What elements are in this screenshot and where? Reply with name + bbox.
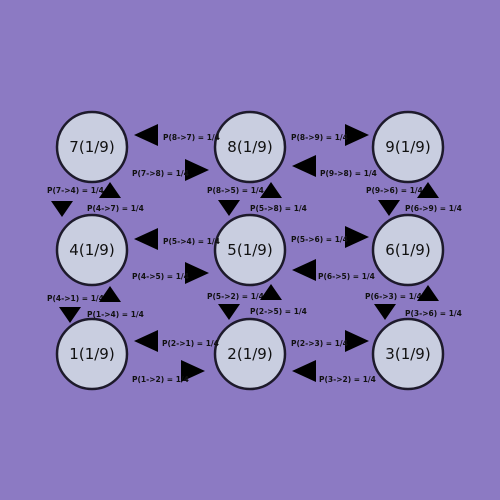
arrow-7-to-8	[185, 159, 209, 181]
node-3-label: 3(1/9)	[385, 345, 430, 363]
node-8-circle	[213, 110, 287, 184]
label-5-to-6: P(5->6) = 1/4	[291, 235, 348, 244]
node-6: 6(1/9)	[371, 213, 445, 287]
arrow-5-to-6	[345, 226, 369, 248]
node-4-circle	[55, 213, 129, 287]
arrow-2-to-1	[134, 330, 158, 352]
label-2-to-1: P(2->1) = 1/4	[162, 339, 219, 348]
node-7-circle	[55, 110, 129, 184]
label-4-to-5: P(4->5) = 1/4	[132, 272, 189, 281]
arrow-4-to-1	[59, 307, 81, 323]
label-9-to-6: P(9->6) = 1/4	[366, 186, 423, 195]
node-5-circle	[213, 213, 287, 287]
label-7-to-8: P(7->8) = 1/4	[132, 169, 189, 178]
node-7-label: 7(1/9)	[69, 138, 114, 156]
label-2-to-3: P(2->3) = 1/4	[291, 339, 348, 348]
node-8: 8(1/9)	[213, 110, 287, 184]
node-9-label: 9(1/9)	[385, 138, 430, 156]
label-9-to-8: P(9->8) = 1/4	[320, 169, 377, 178]
arrow-5-to-2	[218, 304, 240, 320]
arrow-3-to-2	[292, 360, 316, 382]
node-2: 2(1/9)	[213, 317, 287, 391]
node-3-circle	[371, 317, 445, 391]
arrow-3-to-6	[417, 285, 439, 301]
arrow-1-to-2	[181, 360, 205, 382]
arrow-8-to-7	[134, 124, 158, 146]
node-5: 5(1/9)	[213, 213, 287, 287]
arrow-2-to-3	[345, 330, 369, 352]
label-5-to-4: P(5->4) = 1/4	[163, 237, 220, 246]
node-5-label: 5(1/9)	[227, 241, 272, 259]
node-1-circle	[55, 317, 129, 391]
label-5-to-2: P(5->2) = 1/4	[207, 292, 264, 301]
node-4: 4(1/9)	[55, 213, 129, 287]
arrow-1-to-4	[99, 286, 121, 302]
node-2-circle	[213, 317, 287, 391]
label-6-to-3: P(6->3) = 1/4	[365, 292, 422, 301]
arrow-6-to-5	[292, 259, 316, 281]
label-4-to-7: P(4->7) = 1/4	[87, 204, 144, 213]
node-7: 7(1/9)	[55, 110, 129, 184]
node-6-label: 6(1/9)	[385, 241, 430, 259]
arrow-4-to-5	[185, 262, 209, 284]
node-6-circle	[371, 213, 445, 287]
arrow-9-to-8	[292, 155, 316, 177]
label-5-to-8: P(5->8) = 1/4	[250, 204, 307, 213]
arrow-6-to-9	[417, 182, 439, 198]
label-8-to-9: P(8->9) = 1/4	[291, 133, 348, 142]
node-4-label: 4(1/9)	[69, 241, 114, 259]
arrow-7-to-4	[51, 201, 73, 217]
label-1-to-2: P(1->2) = 1/4	[132, 375, 189, 384]
node-9: 9(1/9)	[371, 110, 445, 184]
label-8-to-5: P(8->5) = 1/4	[207, 186, 264, 195]
arrow-4-to-7	[99, 182, 121, 198]
arrow-6-to-3	[374, 304, 396, 320]
arrow-5-to-8	[260, 182, 282, 198]
node-9-circle	[371, 110, 445, 184]
node-3: 3(1/9)	[371, 317, 445, 391]
node-8-label: 8(1/9)	[227, 138, 272, 156]
label-3-to-2: P(3->2) = 1/4	[319, 375, 376, 384]
node-1-label: 1(1/9)	[69, 345, 114, 363]
label-3-to-6: P(3->6) = 1/4	[405, 309, 462, 318]
label-8-to-7: P(8->7) = 1/4	[163, 133, 220, 142]
arrow-8-to-5	[218, 200, 240, 216]
node-1: 1(1/9)	[55, 317, 129, 391]
label-6-to-5: P(6->5) = 1/4	[318, 272, 375, 281]
node-2-label: 2(1/9)	[227, 345, 272, 363]
label-4-to-1: P(4->1) = 1/4	[47, 294, 104, 303]
arrow-8-to-9	[345, 124, 369, 146]
label-6-to-9: P(6->9) = 1/4	[405, 204, 462, 213]
label-1-to-4: P(1->4) = 1/4	[87, 310, 144, 319]
arrow-9-to-6	[378, 200, 400, 216]
arrow-2-to-5	[260, 284, 282, 300]
label-2-to-5: P(2->5) = 1/4	[250, 307, 307, 316]
arrow-5-to-4	[134, 228, 158, 250]
label-7-to-4: P(7->4) = 1/4	[47, 186, 104, 195]
